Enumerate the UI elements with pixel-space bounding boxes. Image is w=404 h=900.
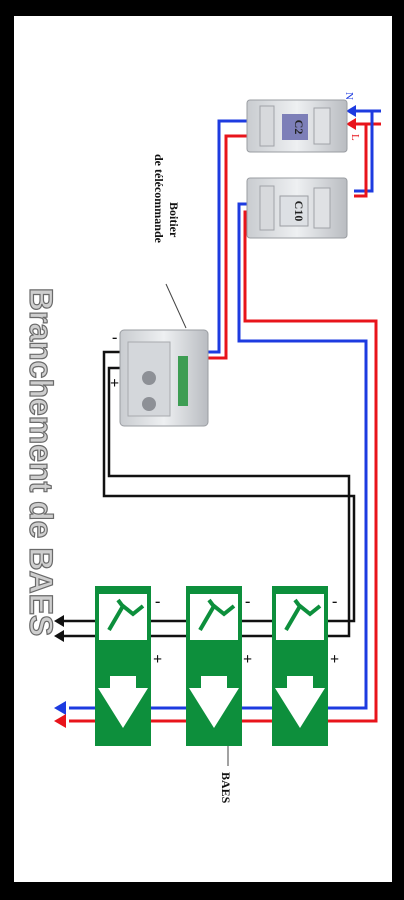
remote-plus: + [110,375,119,392]
baes1-minus: - [155,593,160,610]
control-arrow-plus [54,630,64,642]
remote-control-box: - + [110,329,209,427]
baes-unit-1: - + [95,586,162,746]
phase-label: L [349,134,361,141]
breaker-c2: C2 [246,99,348,153]
remote-box-label-1: Boitier [167,202,181,238]
remote-box-pointer [165,283,187,329]
remote-minus: - [112,329,117,346]
control-arrow-minus [54,615,64,627]
baes2-minus: - [245,593,250,610]
supply-arrows: N L [343,92,381,141]
baes3-minus: - [332,593,337,610]
breaker-c2-label: C2 [292,120,306,135]
phase-out-arrow [54,714,66,728]
remote-box-label-2: de télécommande [152,154,166,244]
breaker-c10: C10 [246,177,348,239]
baes-label: BAES [219,772,233,804]
neutral-label: N [343,92,355,100]
baes3-plus: + [330,651,339,668]
neutral-out-arrow [54,701,66,715]
diagram-panel: Branchement de BAES N L [14,16,392,882]
baes-unit-2: - + [186,586,252,746]
baes1-plus: + [153,651,162,668]
baes-unit-3: - + [272,586,339,746]
wiring-diagram: Branchement de BAES N L [22,92,381,804]
diagram-title: Branchement de BAES [23,288,59,637]
baes2-plus: + [243,651,252,668]
breaker-c10-label: C10 [292,201,306,222]
